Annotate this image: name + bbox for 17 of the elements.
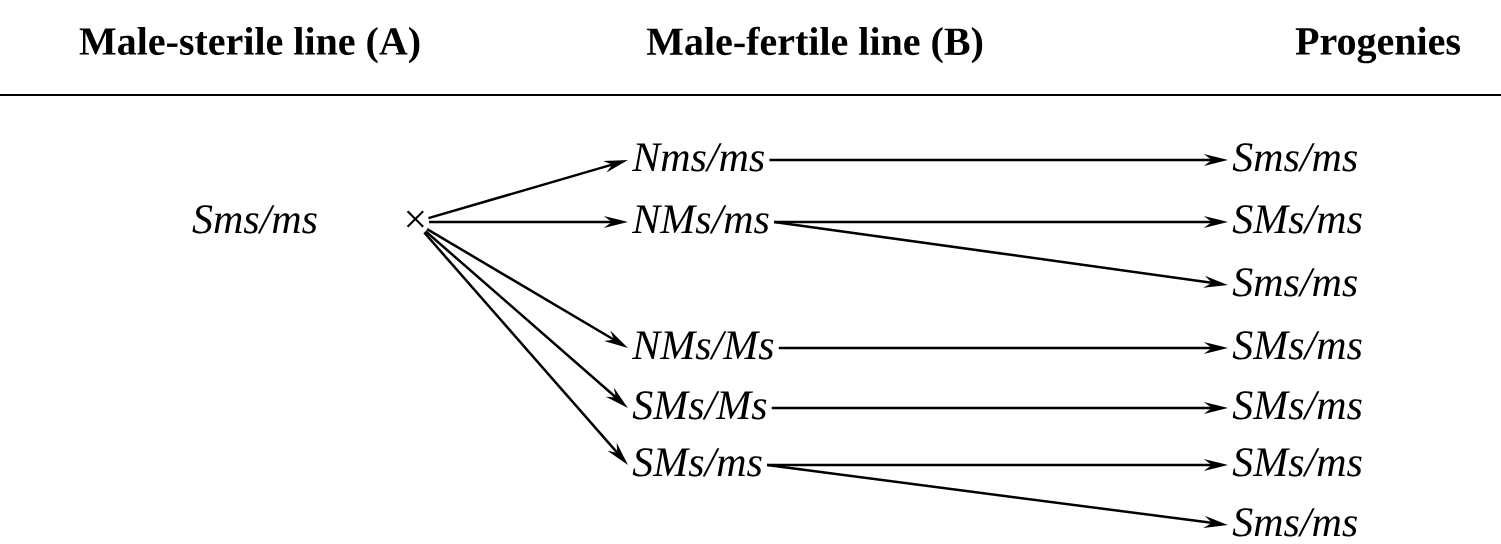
column-heading: Male-sterile line (A) — [79, 26, 420, 64]
genotype-label: Sms/ms — [1232, 508, 1357, 537]
column-heading: Male-fertile line (B) — [646, 26, 983, 64]
genotype-label: Sms/ms — [192, 205, 317, 234]
genotype-label: SMs/ms — [632, 448, 762, 477]
genotype-label: SMs/ms — [1232, 331, 1362, 360]
genotype-label: Sms/ms — [1232, 268, 1357, 297]
genotype-label: SMs/Ms — [632, 391, 767, 420]
genotype-label: Sms/ms — [1232, 143, 1357, 172]
genotype-label: Nms/ms — [631, 143, 764, 172]
genotype-label: NMs/ms — [631, 205, 769, 234]
genotype-label: SMs/ms — [1232, 391, 1362, 420]
cross-symbol: × — [406, 210, 424, 228]
genotype-label: SMs/ms — [1232, 205, 1362, 234]
column-heading: Progenies — [1295, 26, 1460, 64]
genotype-label: NMs/Ms — [631, 331, 774, 360]
genotype-label: SMs/ms — [1232, 448, 1362, 477]
